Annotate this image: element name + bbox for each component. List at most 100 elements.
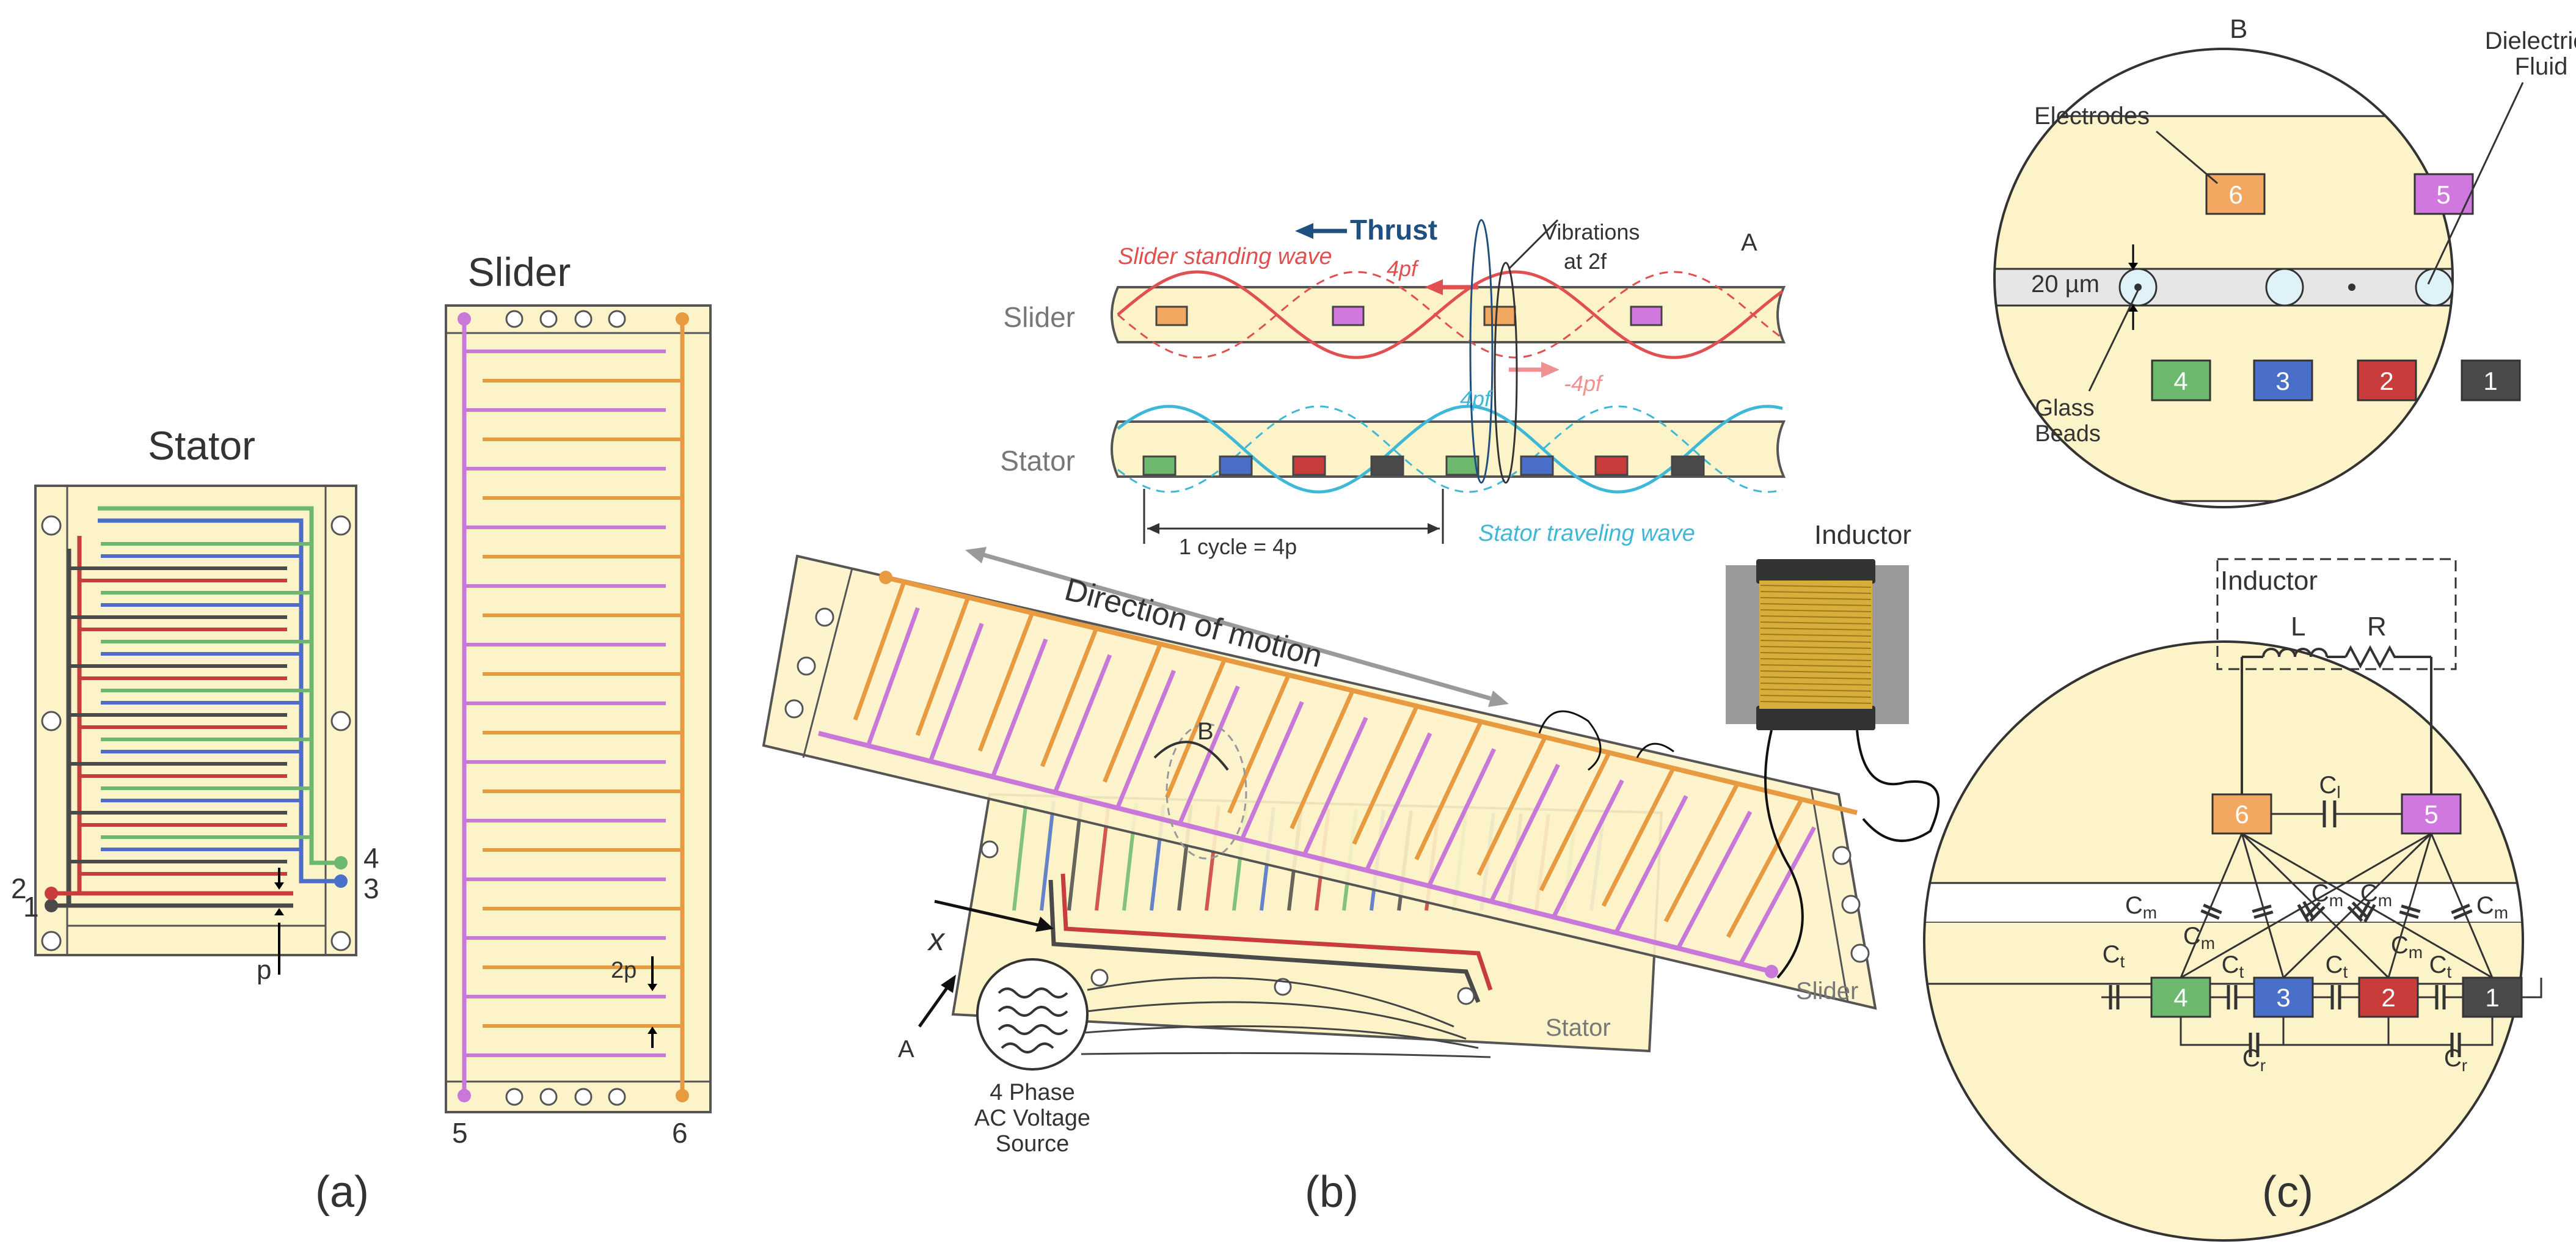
coil-winding: [1760, 597, 1872, 600]
L-label: L: [2291, 612, 2305, 642]
vibrations-freq-label: at 2f: [1564, 249, 1607, 274]
coil-winding: [1760, 628, 1872, 631]
slider-finger-3d: [977, 612, 1034, 752]
slider-finger-3d: [1240, 701, 1304, 840]
circuit-inductor-label: Inductor: [2220, 566, 2318, 596]
thrust-loop: [1469, 219, 1494, 484]
coil-winding: [1760, 609, 1872, 612]
slider-finger-3d: [1227, 675, 1291, 814]
coil-winding: [1760, 615, 1872, 618]
node-6: [2211, 793, 2272, 835]
Ct-label: Ct: [2326, 951, 2348, 981]
vibration-loop: [1494, 262, 1518, 484]
cm-capacitor: [2305, 901, 2321, 918]
stator-electrode-2: [1292, 455, 1326, 476]
electrodes-label: Electrodes: [2034, 103, 2150, 130]
forward-wave-arrow: [1425, 279, 1443, 295]
stator-electrode-4: [1142, 455, 1177, 476]
cm-capacitor: [2203, 903, 2222, 914]
terminal-label-6: 6: [672, 1117, 688, 1149]
coil-winding: [1760, 683, 1872, 686]
coil-winding: [1760, 695, 1872, 698]
slider-finger-3d: [853, 581, 907, 721]
cm-capacitor: [2451, 903, 2470, 914]
slider-electrode-6: [1155, 306, 1188, 326]
stator-3d-label: Stator: [1545, 1014, 1611, 1041]
slider-finger-3d: [1103, 643, 1162, 783]
inductor-symbol: [2262, 648, 2328, 657]
cm-capacitor: [2200, 909, 2220, 920]
x-axis-label: x: [927, 922, 946, 958]
Cm-label: Cm: [2391, 932, 2423, 962]
inductor-coil: [1759, 581, 1872, 709]
electrode-2-label: 2: [2379, 367, 2393, 395]
electrode-5-label: 5: [2436, 180, 2450, 209]
Cr-label: Cr: [2444, 1045, 2467, 1075]
coil-winding: [1760, 634, 1872, 637]
coil-winding: [1760, 689, 1872, 692]
coil-winding: [1760, 670, 1872, 673]
stator-electrode-3: [1219, 455, 1253, 476]
stator-electrode-1: [1370, 455, 1404, 476]
stator-electrode-3: [1520, 455, 1554, 476]
mount-hole: [330, 711, 351, 731]
terminal-3: [334, 874, 348, 888]
slider-finger-3d: [1476, 738, 1547, 876]
panel-c: 6 5 4 3 2 1 B Dielectric Fluid Electrode…: [1923, 14, 2576, 1242]
cycle-label: 1 cycle = 4p: [1179, 534, 1297, 559]
electrode-1-label: 1: [2483, 367, 2497, 395]
wave-stator-label: Stator: [1000, 445, 1075, 477]
cm-capacitor: [2347, 906, 2363, 922]
cr-wire: [2459, 1017, 2494, 1046]
electrode-1: [2461, 359, 2521, 401]
node-1-label: 1: [2485, 983, 2499, 1012]
slider-finger-3d: [1726, 800, 1803, 938]
cm-capacitor: [2297, 904, 2310, 923]
motion-arrow-right: [1488, 690, 1509, 707]
glass-bead: [2415, 268, 2454, 307]
electrode-5: [2414, 173, 2474, 215]
slider-finger-3d: [1739, 826, 1817, 964]
cm-wire: [2430, 833, 2494, 978]
cm-capacitor: [2401, 904, 2421, 914]
panel-b: Slider Stator Thrust Slider standing wav…: [762, 214, 1940, 1217]
cm-wire: [2180, 833, 2243, 978]
cm-capacitor: [2363, 904, 2376, 923]
slider-finger-3d: [1290, 690, 1354, 830]
terminal-label-5: 5: [452, 1117, 468, 1149]
electrode-6-label: 6: [2228, 180, 2242, 209]
node-5-label: 5: [2424, 800, 2438, 829]
electrode-6: [2205, 173, 2266, 215]
forward-wave-label: 4pf: [1387, 256, 1420, 281]
stator-electrode-1: [1671, 455, 1705, 476]
glass-beads-label-2: Beads: [2035, 421, 2101, 447]
Ct-label: Ct: [2429, 951, 2452, 981]
mount-hole: [41, 931, 62, 951]
source-label-1: 4 Phase: [990, 1080, 1075, 1105]
node-1: [2462, 976, 2523, 1018]
cm-capacitor: [2252, 904, 2272, 914]
sine-icon: [998, 987, 1068, 998]
terminal-2: [45, 887, 58, 900]
node-2: [2358, 976, 2419, 1018]
Cl-label: Cl: [2319, 772, 2340, 802]
slider-finger-3d: [1365, 732, 1432, 871]
Cm-label: Cm: [2360, 880, 2392, 910]
pitch-label: p: [257, 955, 271, 985]
slider-fingers: [464, 350, 682, 1057]
slider-electrode-5: [1332, 306, 1365, 326]
wave-curve: [1117, 270, 1784, 359]
slider-finger-3d: [1414, 722, 1483, 860]
thrust-arrow: [1295, 223, 1313, 239]
electrode-3-label: 3: [2275, 367, 2290, 395]
node-3-label: 3: [2276, 983, 2290, 1012]
gap-label: 20 µm: [2031, 271, 2100, 298]
dielectric-label-2: Fluid: [2515, 53, 2568, 80]
wave-slider-label: Slider: [1003, 301, 1075, 333]
resistor-symbol: [2344, 645, 2431, 669]
slider-finger-3d: [1302, 716, 1368, 855]
electrode-2: [2357, 359, 2417, 401]
node-2-label: 2: [2381, 983, 2395, 1012]
coil-winding: [1760, 585, 1872, 588]
node-5: [2401, 793, 2462, 835]
